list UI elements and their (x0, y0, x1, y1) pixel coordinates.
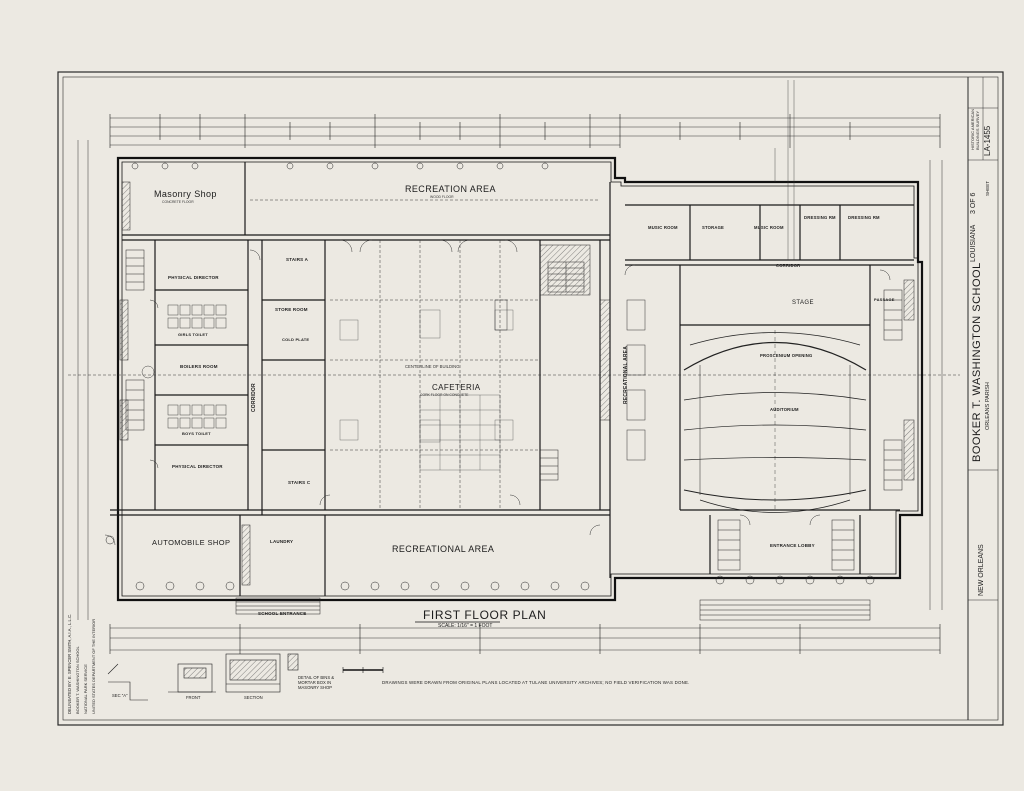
plan-scale: SCALE: 1/16" = 1 FOOT (438, 623, 493, 629)
auditorium-seating (683, 330, 867, 513)
sponsor-label: BOOKER T. WASHINGTON SCHOOL (75, 646, 80, 714)
recreational-area-vertical-label: RECREATIONAL AREA (623, 345, 629, 404)
cafeteria-label: CAFETERIA (432, 383, 481, 392)
parish-label: ORLEANS PARISH (985, 382, 991, 430)
exterior-walls (116, 156, 924, 602)
survey-name: HISTORIC AMERICAN BUILDINGS SURVEY (970, 108, 980, 150)
recreational-area-label: RECREATIONAL AREA (392, 544, 495, 554)
door-swings (104, 239, 891, 546)
park-service-label: NATIONAL PARK SERVICE (83, 664, 88, 714)
sheet-border (57, 71, 1004, 726)
sheet-number: 3 OF 6 (970, 192, 977, 214)
agency-label: UNITED STATES DEPARTMENT OF THE INTERIOR (91, 618, 96, 714)
cold-plate-label: COLD PLATE (282, 337, 310, 342)
physical-director-bottom-label: PHYSICAL DIRECTOR (172, 464, 223, 469)
centerline-label: CENTERLINE OF BUILDING (405, 364, 460, 369)
stage-label: STAGE (792, 300, 814, 306)
bins-details (107, 653, 299, 701)
dimension-lines (77, 117, 943, 651)
physical-director-top-label: PHYSICAL DIRECTOR (168, 275, 219, 280)
boilers-room-label: BOILERS ROOM (180, 364, 218, 369)
masonry-shop-label: Masonry Shop (154, 189, 217, 199)
stairs-a-label: STAIRS A (286, 257, 309, 262)
survey-number: LA-1455 (983, 125, 992, 156)
school-entrance-label: SCHOOL ENTRANCE (258, 611, 307, 616)
dressing-rm-1-label: DRESSING RM (804, 215, 836, 220)
title-block-graphics (342, 621, 500, 673)
sheet-label: SHEET (985, 180, 990, 196)
delineator-label: DELINEATED BY: E. SPENCER SMITH, A.I.A.,… (67, 613, 72, 714)
vertical-reference-lines (774, 80, 795, 260)
dressing-rm-2-label: DRESSING RM (848, 215, 880, 220)
auditorium-label: AUDITORIUM (770, 407, 799, 412)
laundry-label: LAUNDRY (270, 539, 294, 544)
proscenium-label: PROSCENIUM OPENING (760, 353, 813, 358)
music-room-2-label: MUSIC ROOM (754, 225, 784, 230)
recreation-area-label: RECREATION AREA (405, 184, 496, 194)
detail-section-label: SECTION (244, 695, 263, 700)
dimension-ticks (109, 114, 941, 654)
passage-label: PASSAGE (874, 297, 895, 302)
stairs (125, 249, 903, 571)
entrance-lobby-label: ENTRANCE LOBBY (770, 543, 815, 548)
corridor-right-label: CORRIDOR (776, 263, 801, 268)
project-title: BOOKER T. WASHINGTON SCHOOL (971, 262, 983, 462)
windows-bottom (105, 162, 875, 591)
recreation-area-sublabel: WOOD FLOOR (430, 195, 454, 199)
automobile-shop-label: AUTOMOBILE SHOP (152, 538, 231, 547)
stairs-c-label: STAIRS C (288, 480, 311, 485)
detail-bins-label: DETAIL OF BINS & MORTAR BOX IN MASONRY S… (298, 675, 335, 690)
plan-title: FIRST FLOOR PLAN (423, 608, 547, 622)
cafeteria-grid (339, 309, 514, 471)
toilet-stalls (141, 304, 227, 429)
storage-label: STORAGE (702, 225, 725, 230)
music-room-1-label: MUSIC ROOM (648, 225, 678, 230)
city-label: NEW ORLEANS (978, 544, 985, 596)
interior-walls (110, 162, 914, 596)
corridor-left-label: CORRIDOR (251, 383, 257, 412)
state-label: LOUISIANA (970, 224, 977, 262)
entrance-steps (235, 597, 871, 621)
store-room-label: STORE ROOM (275, 307, 308, 312)
detail-sec-a-label: SEC "A" (112, 693, 128, 698)
recreation-bays (494, 299, 646, 461)
masonry-shop-sublabel: CONCRETE FLOOR (162, 200, 194, 204)
drawing-note: DRAWINGS WERE DRAWN FROM ORIGINAL PLANS … (382, 680, 690, 685)
boys-toilet-label: BOYS TOILET (182, 431, 211, 436)
detail-front-label: FRONT (186, 695, 201, 700)
hatched-walls (119, 181, 915, 586)
girls-toilet-label: GIRLS TOILET (178, 332, 208, 337)
cafeteria-sublabel: CORK FLOOR ON CONCRETE (420, 393, 469, 397)
